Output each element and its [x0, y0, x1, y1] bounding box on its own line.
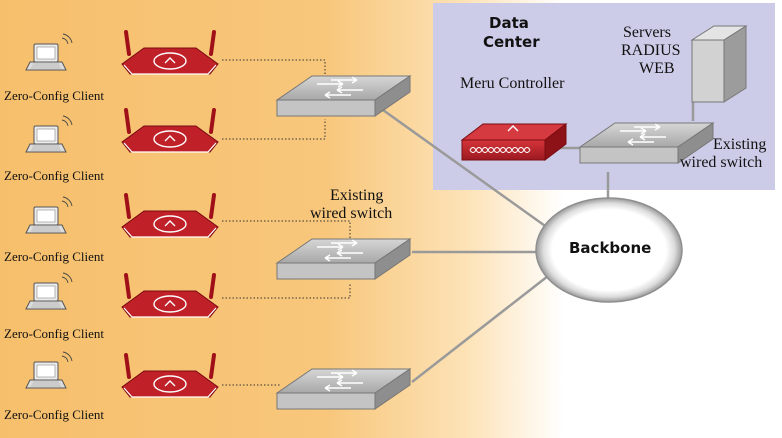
servers-label-line1: Servers [623, 25, 671, 41]
client-label: Zero-Config Client [4, 250, 104, 263]
client-label: Zero-Config Client [4, 327, 104, 340]
datacenter-title-line1: Data [489, 16, 529, 31]
servers-label-line2: RADIUS [621, 43, 681, 59]
datacenter-title-line2: Center [483, 35, 540, 50]
controller-label: Meru Controller [460, 76, 564, 92]
meru-controller-icon [462, 124, 566, 160]
client-label: Zero-Config Client [4, 169, 104, 182]
dc-switch-label-line2: wired switch [680, 155, 762, 171]
client-label: Zero-Config Client [4, 89, 104, 102]
dc-switch-label-line1: Existing [713, 137, 766, 153]
client-label: Zero-Config Client [4, 408, 104, 421]
servers-label-line3: WEB [639, 61, 675, 77]
mid-switch-label-line2: wired switch [310, 206, 392, 222]
mid-switch-label-line1: Existing [330, 188, 383, 204]
backbone-label: Backbone [569, 241, 651, 256]
server-icon [692, 26, 746, 102]
